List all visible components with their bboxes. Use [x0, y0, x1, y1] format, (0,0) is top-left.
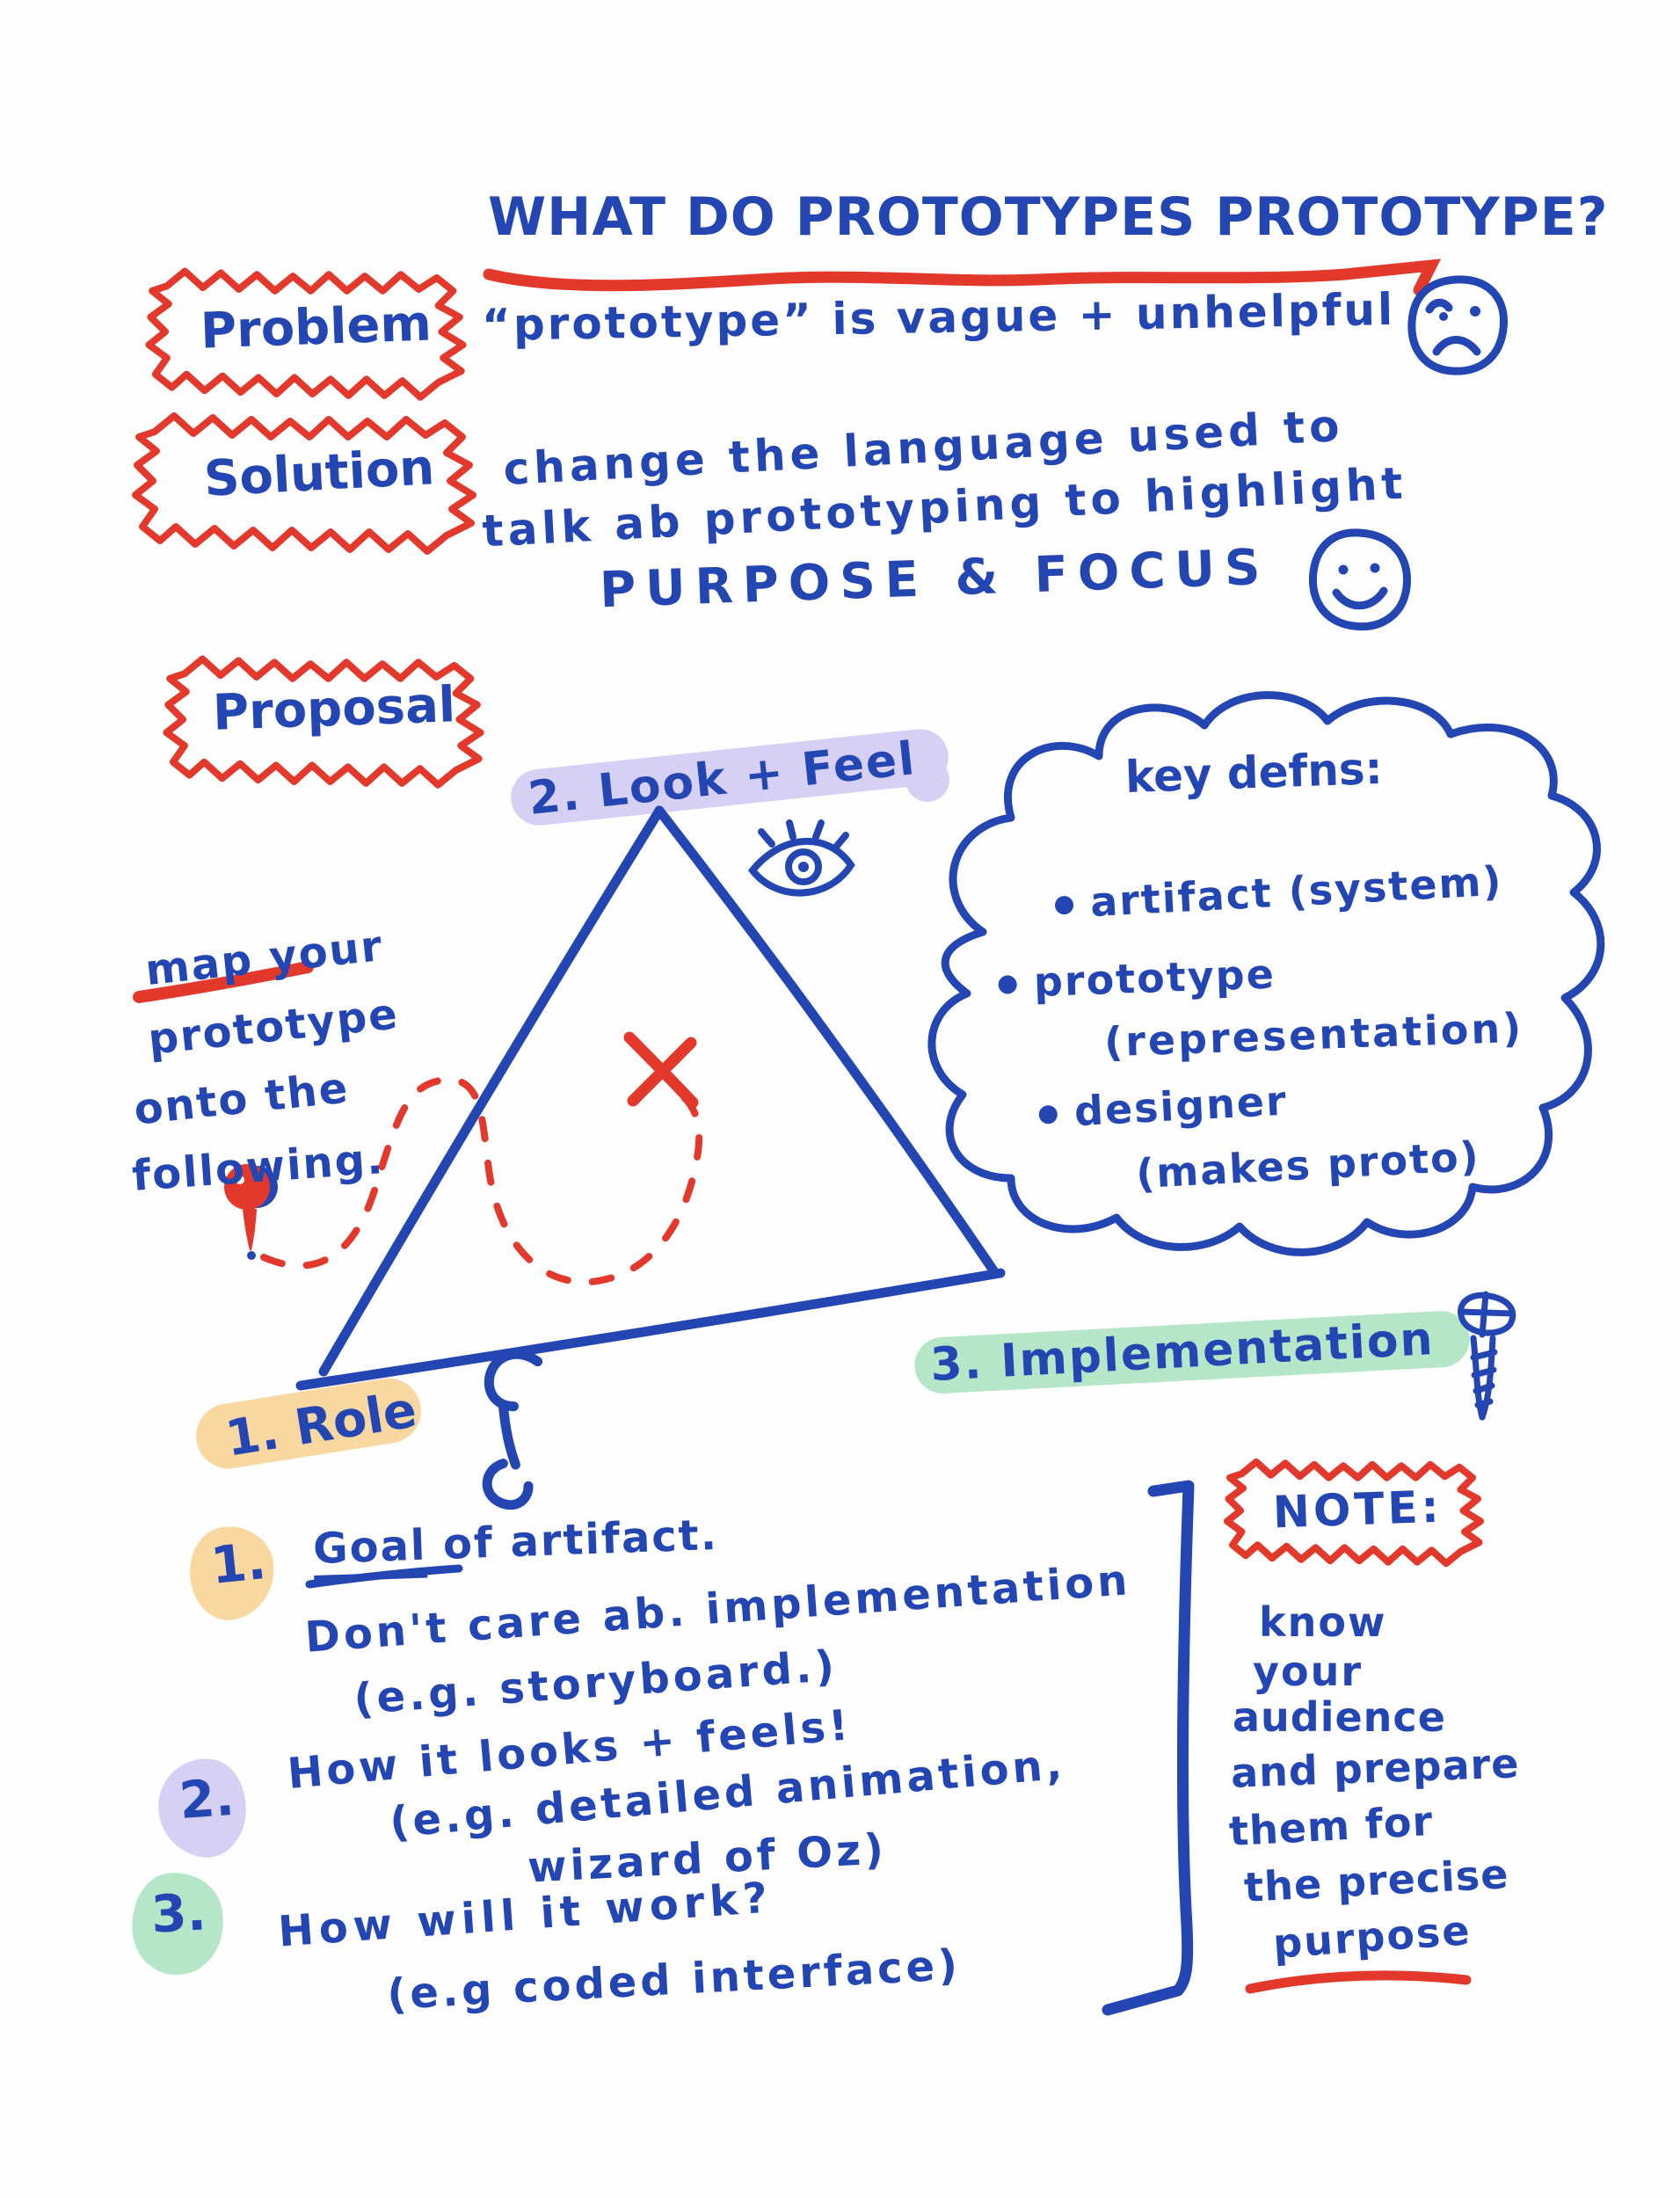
title-underline [483, 258, 1442, 296]
eye-icon [747, 819, 855, 897]
page-title: WHAT DO PROTOTYPES PROTOTYPE? [488, 186, 1609, 248]
lookfeel-highlight-dot [905, 758, 949, 802]
solution-label: Solution [202, 439, 436, 508]
problem-label: Problem [199, 295, 433, 360]
key-defns-item2: prototype [996, 950, 1276, 1007]
sad-face-icon [1407, 275, 1508, 375]
goal-underline [305, 1564, 463, 1589]
x-marker-icon [623, 1031, 699, 1109]
list-item1-num: 1. [207, 1530, 269, 1597]
list-bracket [1102, 1480, 1195, 2016]
key-defns-cloud [927, 691, 1605, 1256]
triangle-diagram [295, 805, 1006, 1391]
dashed-path [260, 1075, 703, 1286]
smiley-face-icon [1308, 528, 1411, 631]
note-label: NOTE: [1272, 1481, 1444, 1539]
list-item2-num: 2. [177, 1766, 236, 1831]
note-line4: and prepare [1230, 1739, 1521, 1797]
key-defns-title: key defns: [1124, 742, 1384, 804]
note-line3: audience [1233, 1693, 1446, 1741]
list-item1-line1-rest: of artifact. [425, 1510, 719, 1570]
note-line1: know [1259, 1598, 1387, 1646]
map-underline [133, 961, 314, 1003]
list-item3-num: 3. [149, 1881, 208, 1945]
proposal-label: Proposal [211, 676, 457, 742]
wrench-icon [482, 1349, 543, 1510]
note-line2: your [1253, 1648, 1364, 1695]
screw-icon [1458, 1291, 1516, 1421]
goal-word: Goal [312, 1520, 428, 1583]
map-pin-icon [224, 1164, 278, 1260]
purpose-underline [1245, 1970, 1472, 1994]
